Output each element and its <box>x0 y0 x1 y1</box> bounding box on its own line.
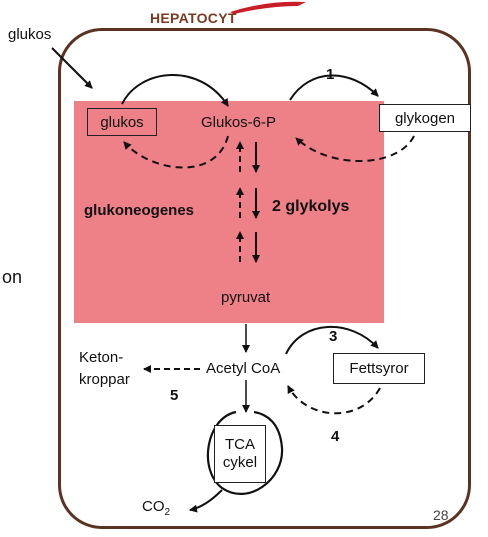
glukos-outside-label: glukos <box>8 26 52 43</box>
page-number: 28 <box>433 507 449 523</box>
fettsyror-box: Fettsyror <box>333 353 425 384</box>
arrow-glukos-to-g6p <box>121 74 229 107</box>
tca-label-line1: TCA <box>225 436 255 453</box>
arrow-acetyl-to-fettsyror <box>285 326 379 355</box>
glukoneogenes-label: glukoneogenes <box>84 202 195 219</box>
arrow-fettsyror-to-acetyl-dashed <box>287 385 381 415</box>
cytosol-zone <box>74 101 384 323</box>
ketonkroppar-line2: kroppar <box>79 371 130 388</box>
glukos-6-p-label: Glukos-6-P <box>201 114 277 131</box>
hepatocyte-outline <box>58 28 471 529</box>
arrow-tca-to-co2 <box>189 489 223 513</box>
tca-cycle-loop <box>206 410 284 495</box>
acetyl-coa-label: Acetyl CoA <box>206 360 281 377</box>
tca-label-line2: cykel <box>222 454 258 471</box>
glykogen-box: glykogen <box>379 104 471 132</box>
step-5-label: 5 <box>170 387 179 404</box>
arrow-glukos-entry <box>51 47 93 89</box>
red-swoosh-decoration <box>230 1 306 14</box>
arrow-g6p-to-glykogen <box>289 74 379 101</box>
left-text-fragment: on <box>2 267 23 287</box>
co2-main: CO <box>142 498 165 515</box>
diagram-title: HEPATOCYT <box>150 10 237 26</box>
co2-subscript: 2 <box>164 507 171 518</box>
step-1-label: 1 <box>326 66 335 83</box>
pyruvat-label: pyruvat <box>221 289 271 306</box>
glukos-box: glukos <box>87 108 157 136</box>
arrow-glykogen-to-g6p-dashed <box>295 135 415 162</box>
tca-cycle-box: TCA cykel <box>214 425 266 483</box>
glykolys-label: 2 glykolys <box>272 198 350 215</box>
step-3-label: 3 <box>329 328 338 345</box>
step-4-label: 4 <box>331 428 340 445</box>
ketonkroppar-line1: Keton- <box>79 349 124 366</box>
arrow-g6p-to-glukos-dashed <box>123 135 229 169</box>
co2-label: CO2 <box>142 499 170 518</box>
